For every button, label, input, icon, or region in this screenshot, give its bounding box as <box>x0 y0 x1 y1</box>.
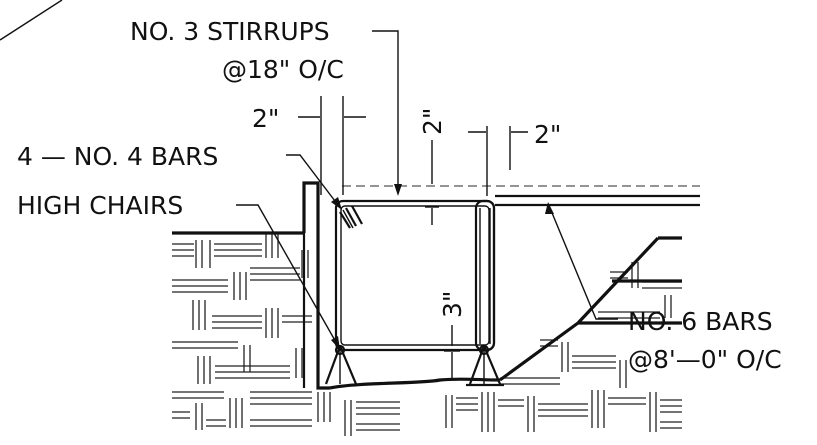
stirrups-leader <box>372 30 402 196</box>
cover-right-dimension: 2" <box>534 120 561 149</box>
dimension-lines <box>298 96 528 378</box>
no4-bars-label: 4 — NO. 4 BARS <box>17 142 218 171</box>
stirrup-cage <box>334 199 496 352</box>
no4-bar-hooks <box>339 205 363 229</box>
cover-left-dimension: 2" <box>252 104 279 133</box>
no6-bars-label-line1: NO. 6 BARS <box>628 307 773 336</box>
no6-bars-leader <box>545 202 618 320</box>
high-chair-left <box>324 344 358 385</box>
cover-top-dimension: 2" <box>418 108 447 135</box>
excavation-outline <box>172 181 682 390</box>
diagonal-leader-line <box>0 0 63 41</box>
stirrups-label-line2: @18" O/C <box>222 55 344 84</box>
no6-bars-label-line2: @8'—0" O/C <box>628 345 782 374</box>
soil-hatch-left <box>172 232 400 436</box>
stirrups-label-line1: NO. 3 STIRRUPS <box>130 17 330 46</box>
cover-bottom-dimension: 3" <box>438 291 467 318</box>
no4-bars-leader <box>286 154 342 210</box>
high-chairs-leader <box>236 204 340 350</box>
high-chairs-label: HIGH CHAIRS <box>17 191 183 220</box>
high-chair-right <box>466 344 504 387</box>
